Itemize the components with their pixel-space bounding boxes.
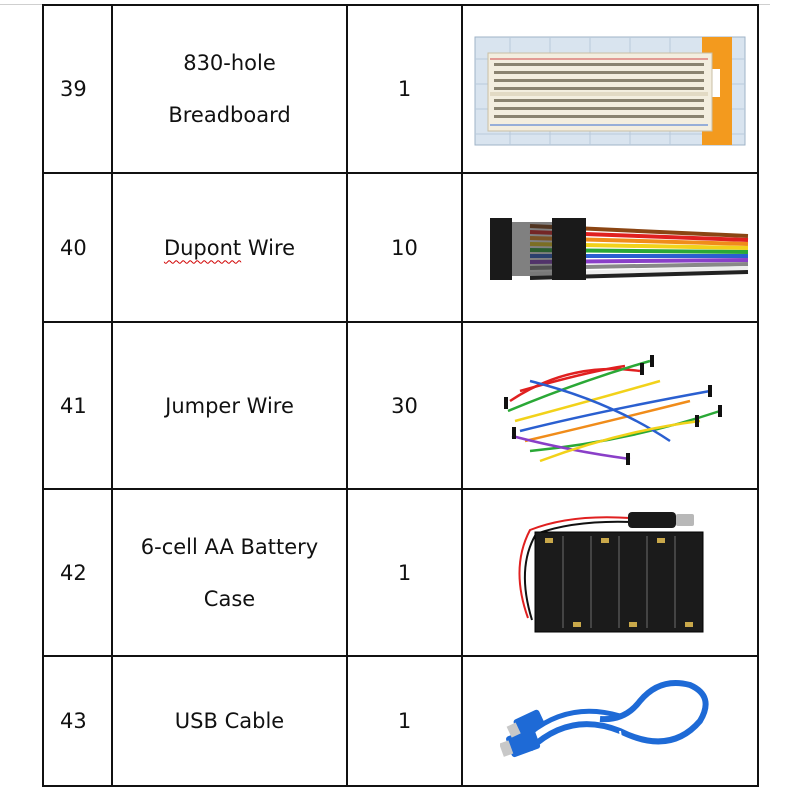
- item-name-line: Case: [203, 586, 256, 611]
- table-row: 42 6-cell AA Battery Case 1: [42, 488, 759, 657]
- item-image-cell: [461, 172, 759, 323]
- item-name-rest: Wire: [241, 235, 296, 260]
- item-name-line: Breadboard: [168, 103, 291, 127]
- item-number: 43: [42, 655, 113, 787]
- parts-table: 39 830-hole Breadboard 1: [42, 4, 759, 787]
- item-quantity: 30: [346, 321, 463, 490]
- item-number: 42: [42, 488, 113, 657]
- item-name-line: 6-cell AA Battery: [140, 534, 319, 559]
- item-name: USB Cable: [111, 655, 348, 787]
- jumper-wire-photo: [504, 354, 722, 465]
- table-row: 41 Jumper Wire 30: [42, 321, 759, 490]
- item-name-flagged-word: Dupont: [163, 235, 242, 260]
- item-name-line: 830-hole: [183, 51, 276, 75]
- item-image-cell: [461, 4, 759, 174]
- table-row: 39 830-hole Breadboard 1: [42, 4, 759, 174]
- item-number: 39: [42, 4, 113, 174]
- item-quantity: 1: [346, 655, 463, 787]
- table-row: 43 USB Cable 1: [42, 655, 759, 787]
- item-image-cell: [461, 488, 759, 657]
- item-quantity: 10: [346, 172, 463, 323]
- item-name: Jumper Wire: [111, 321, 348, 490]
- battery-case-photo: [518, 511, 704, 632]
- item-number: 40: [42, 172, 113, 323]
- table-row: 40 Dupont Wire 10: [42, 172, 759, 323]
- breadboard-photo: [474, 36, 746, 146]
- item-number: 41: [42, 321, 113, 490]
- item-name: 830-hole Breadboard: [111, 4, 348, 174]
- item-image-cell: [461, 655, 759, 787]
- usb-cable-photo: [500, 680, 709, 758]
- item-quantity: 1: [346, 488, 463, 657]
- item-image-cell: [461, 321, 759, 490]
- item-name: Dupont Wire: [111, 172, 348, 323]
- item-quantity: 1: [346, 4, 463, 174]
- item-name: 6-cell AA Battery Case: [111, 488, 348, 657]
- dupont-wire-photo: [490, 217, 749, 280]
